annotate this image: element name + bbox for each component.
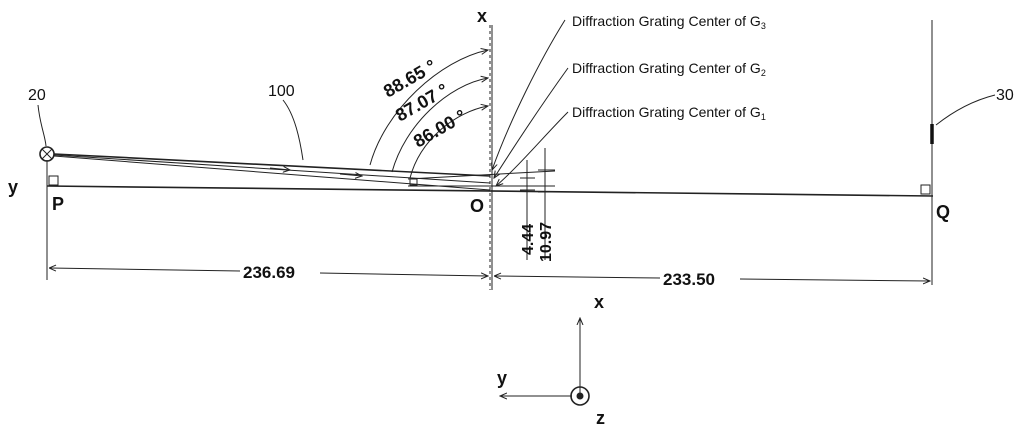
triad-z-label: z — [596, 408, 605, 428]
leader-g3 — [492, 19, 566, 170]
point-q-label: Q — [936, 202, 950, 222]
dim-left-line-a — [50, 268, 241, 271]
leader-g2 — [494, 67, 569, 178]
leader-20 — [37, 104, 47, 147]
axis-x-top-label: x — [477, 6, 487, 26]
angle-arc-2 — [391, 78, 488, 173]
ref-label-20: 20 — [28, 87, 46, 104]
beam-arrow-1 — [269, 168, 290, 170]
p-right-angle-mark — [48, 175, 59, 186]
beam-ray-3 — [53, 155, 491, 191]
leader-g1 — [496, 111, 569, 186]
dim-right-label: 233.50 — [663, 270, 715, 289]
dim-height-2-label: 10.97 — [538, 222, 555, 262]
beam-arrow-2 — [339, 174, 362, 176]
point-p-label: P — [52, 194, 64, 214]
callout-g3: Diffraction Grating Center of G3 — [572, 13, 766, 31]
triad-z-dot — [576, 392, 584, 400]
point-o-label: O — [470, 196, 484, 216]
ref-label-30: 30 — [996, 87, 1014, 104]
callout-g2: Diffraction Grating Center of G2 — [572, 60, 766, 78]
triad-x-label: x — [594, 292, 604, 312]
grating-right-angle-mark — [409, 178, 418, 186]
baseline-pq — [46, 185, 934, 197]
beam-ray-1 — [53, 153, 491, 177]
leader-30 — [935, 94, 996, 126]
angle-arc-1 — [369, 50, 488, 166]
dim-left-label: 236.69 — [243, 263, 295, 282]
dim-height-1-label: 4.44 — [520, 224, 537, 255]
axis-y-left-label: y — [8, 177, 18, 197]
callout-g1: Diffraction Grating Center of G1 — [572, 104, 766, 122]
triad-z-circle — [570, 386, 590, 406]
dim-right-line-b — [739, 279, 930, 281]
ref-label-100: 100 — [268, 83, 295, 100]
triad-y-label: y — [497, 368, 507, 388]
dim-right-line-a — [495, 276, 661, 278]
q-right-angle-mark — [920, 184, 931, 195]
angle-arc-3 — [409, 106, 488, 179]
dim-left-line-b — [319, 273, 488, 276]
source-cross-b — [41, 148, 53, 160]
leader-100 — [282, 99, 304, 161]
beam-ray-2 — [53, 154, 491, 184]
